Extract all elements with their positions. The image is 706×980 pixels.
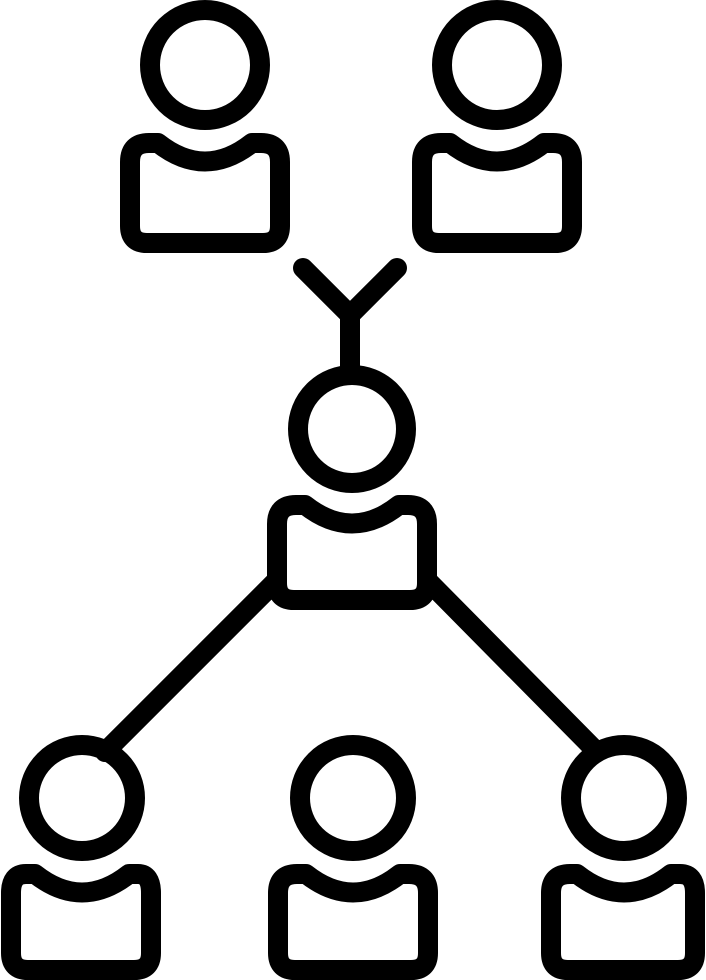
person-icon-bottom-right (541, 735, 705, 980)
person-head (290, 735, 416, 861)
person-body (412, 133, 582, 253)
branch-line-right (417, 570, 607, 762)
person-head (561, 735, 687, 861)
person-icon-center (267, 365, 437, 610)
person-body (268, 864, 438, 980)
person-head (288, 365, 416, 493)
person-icon-bottom-left (1, 735, 161, 980)
person-body (267, 495, 437, 610)
branch-line-left (95, 570, 287, 762)
person-head (432, 0, 562, 130)
person-body (541, 864, 705, 980)
person-icon-top-right (412, 0, 582, 253)
person-body (1, 864, 161, 980)
person-head (19, 735, 145, 861)
merge-connector-icon (293, 258, 407, 382)
person-body (120, 133, 290, 253)
person-icon-top-left (120, 0, 290, 253)
person-head (140, 0, 270, 130)
person-icon-bottom-center (268, 735, 438, 980)
